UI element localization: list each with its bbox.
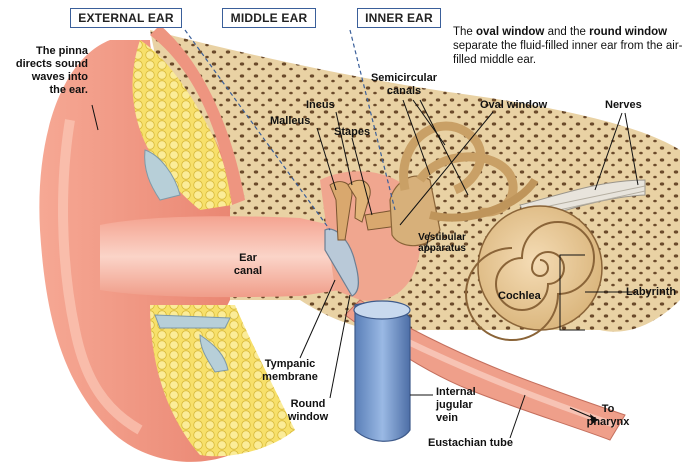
- window-description: The oval window and the round window sep…: [453, 25, 689, 67]
- label-labyrinth: Labyrinth: [626, 286, 676, 299]
- cochlea-shape: [478, 206, 602, 330]
- region-label-middle-ear: MIDDLE EAR: [222, 8, 316, 28]
- region-label-inner-ear: INNER EAR: [357, 8, 441, 28]
- label-malleus: Malleus: [270, 115, 310, 128]
- ear-canal-shape: [100, 216, 340, 297]
- label-stapes: Stapes: [334, 126, 370, 139]
- pinna-caption: The pinna directs sound waves into the e…: [10, 45, 88, 97]
- label-eustachian-tube: Eustachian tube: [428, 437, 513, 450]
- label-oval-window: Oval window: [480, 99, 547, 112]
- region-label-external-ear: EXTERNAL EAR: [70, 8, 182, 28]
- label-cochlea: Cochlea: [498, 290, 541, 303]
- jugular-vein-shape: [355, 303, 410, 441]
- label-incus: Incus: [306, 99, 335, 112]
- label-nerves: Nerves: [605, 99, 642, 112]
